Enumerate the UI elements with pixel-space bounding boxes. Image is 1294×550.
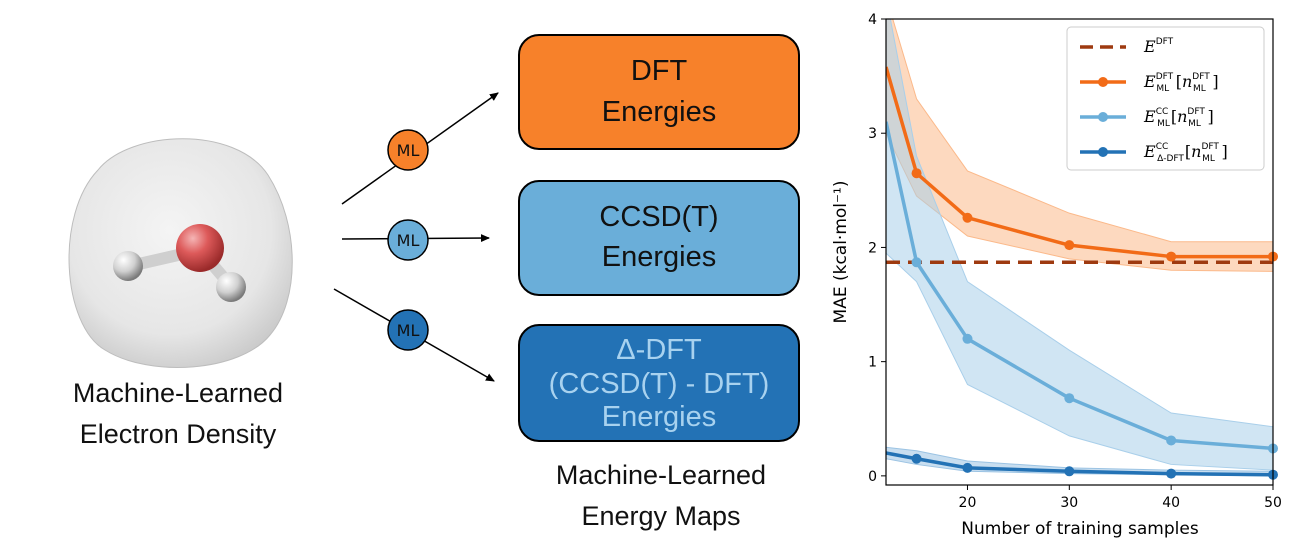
box-label-line2: Energies [602,96,716,128]
x-tick-label: 30 [1060,495,1078,511]
dft-energies-box: DFT Energies [518,34,800,150]
data-point [962,212,973,223]
energy-maps-caption-line2: Energy Maps [581,501,740,531]
series-line-0 [886,66,1273,259]
box-label-line1: DFT [631,55,688,87]
error-band-1 [886,19,1273,471]
y-tick-label: 0 [868,469,877,485]
data-point [1064,240,1075,251]
data-point [1064,466,1075,477]
box-label-line2: Energies [602,241,716,273]
x-tick-label: 20 [959,495,977,511]
y-axis-label: MAE (kcal·mol⁻¹) [831,181,851,324]
series-line-1 [886,121,1273,451]
ml-bubble-label: ML [397,141,420,160]
energy-maps-caption-line1: Machine-Learned [556,460,766,490]
y-axis-ticks: 0 1 2 3 4 [868,12,886,485]
data-point [962,462,973,473]
y-tick-label: 2 [868,240,877,256]
x-axis-ticks: 20 30 40 50 [959,485,1282,511]
y-tick-label: 4 [868,12,877,28]
electron-density-illustration [68,138,293,369]
legend-marker [1098,147,1108,157]
y-tick-label: 3 [868,126,877,142]
x-tick-label: 50 [1264,495,1282,511]
box-label-line2: (CCSD(T) - DFT) [549,368,770,400]
data-point [1166,468,1177,479]
box-label-line3: Energies [602,401,716,433]
legend-entry: EDFT [1080,37,1174,56]
legend-marker [1098,77,1108,87]
density-caption-line2: Electron Density [80,419,277,449]
data-point [1064,393,1075,404]
plot-frame [885,18,1274,486]
legend-marker [1098,112,1108,122]
ml-bubble-ccsdt: ML [387,219,429,261]
y-tick-label: 1 [868,355,877,371]
box-label-line1: CCSD(T) [599,201,718,233]
series-points [911,168,1278,480]
data-point [911,168,922,179]
ml-bubble-dft: ML [387,129,429,171]
data-point [911,257,922,268]
ml-bubble-label: ML [397,321,420,340]
data-point [911,453,922,464]
data-point [962,333,973,344]
density-caption-line1: Machine-Learned [73,378,283,408]
delta-dft-energies-box: Δ-DFT (CCSD(T) - DFT) Energies [518,324,800,442]
series-line-2 [886,451,1273,477]
box-label-line1: Δ-DFT [616,334,702,366]
legend-box [1066,26,1265,171]
ccsdt-energies-box: CCSD(T) Energies [518,180,800,296]
x-tick-label: 40 [1162,495,1180,511]
data-point [1166,251,1177,262]
x-axis-label: Number of training samples [961,519,1199,539]
data-point [1166,435,1177,446]
mae-line-chart: 20 30 40 50 0 1 2 3 4 Number of training sample… [831,12,1282,539]
ml-bubble-label: ML [397,231,420,250]
legend-label: EDFT [1143,37,1174,56]
series-lines [886,66,1273,477]
water-molecule-icon [113,224,246,302]
ml-bubble-delta-dft: ML [387,309,429,351]
